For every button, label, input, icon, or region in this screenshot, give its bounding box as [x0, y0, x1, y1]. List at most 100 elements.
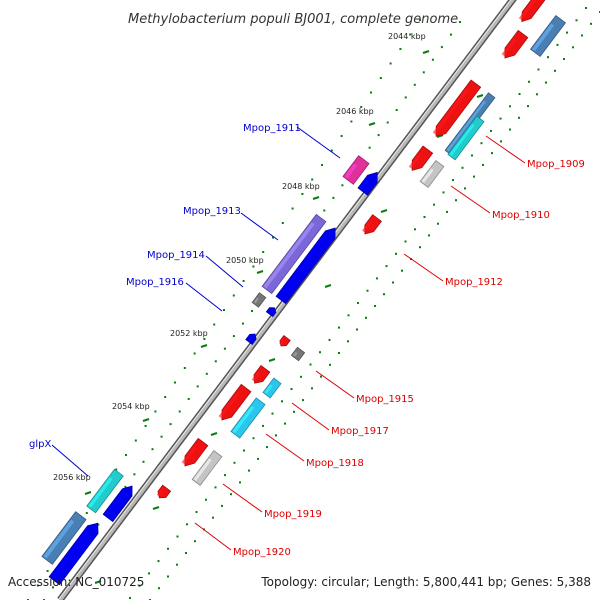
scale-tick [94, 580, 102, 584]
scale-label: 2046 kbp [336, 107, 374, 116]
scale-tick [142, 418, 150, 422]
gene-feature[interactable] [265, 305, 277, 318]
gene-label-mpop-1912[interactable]: Mpop_1912 [445, 277, 503, 288]
gene-label-mpop-1913[interactable]: Mpop_1913 [183, 206, 241, 217]
gene-label-mpop-1919[interactable]: Mpop_1919 [264, 509, 322, 520]
scale-tick [214, 486, 217, 489]
scale-tick [332, 196, 335, 199]
scale-tick [144, 425, 147, 427]
gene-label-mpop-1915[interactable]: Mpop_1915 [356, 394, 414, 405]
scale-tick [262, 424, 264, 427]
gene-feature[interactable] [447, 115, 485, 161]
gene-feature[interactable] [419, 160, 445, 188]
gene-label-mpop-1910[interactable]: Mpop_1910 [492, 210, 550, 221]
gene-feature[interactable] [251, 292, 267, 308]
gene-feature[interactable] [217, 383, 252, 423]
scale-tick [347, 340, 349, 343]
gene-feature[interactable] [517, 0, 548, 25]
scale-tick [370, 91, 372, 94]
scale-tick [527, 105, 529, 108]
scale-tick [440, 46, 443, 49]
scale-tick [419, 19, 421, 21]
gene-feature[interactable] [191, 450, 223, 486]
scale-tick [545, 81, 547, 84]
scale-tick [395, 252, 397, 255]
scale-tick [243, 449, 245, 452]
scale-tick [436, 134, 444, 138]
gene-feature[interactable] [500, 29, 529, 61]
gene-feature[interactable] [530, 15, 566, 57]
scale-tick [302, 399, 304, 402]
scale-tick [151, 448, 154, 451]
scale-tick [205, 372, 208, 375]
scale-tick [482, 163, 484, 166]
scale-tick [338, 326, 340, 329]
scale-tick [554, 69, 556, 72]
gene-feature[interactable] [431, 79, 482, 140]
scale-tick [383, 293, 385, 296]
gene-feature[interactable] [48, 519, 103, 586]
gene-label-mpop-1918[interactable]: Mpop_1918 [306, 458, 364, 469]
scale-tick [183, 367, 186, 369]
scale-tick [129, 597, 131, 599]
gene-labels: Mpop_1911 Mpop_1913 Mpop_1914 Mpop_1916 … [29, 123, 585, 558]
gene-label-mpop-1916[interactable]: Mpop_1916 [126, 277, 184, 288]
scale-tick [518, 116, 520, 119]
gene-feature[interactable] [261, 213, 327, 295]
scale-tick [536, 93, 538, 96]
scale-tick [85, 512, 88, 514]
gene-feature[interactable] [102, 482, 137, 523]
scale-tick [464, 187, 466, 190]
scale-tick [293, 410, 295, 413]
gene-feature[interactable] [86, 468, 124, 514]
gene-label-mpop-1911[interactable]: Mpop_1911 [243, 123, 301, 134]
gene-feature[interactable] [180, 437, 209, 469]
map-title: Methylobacterium populi BJ001, complete … [128, 12, 458, 27]
gene-feature[interactable] [357, 169, 382, 196]
gene-feature[interactable] [230, 397, 266, 439]
scale-tick [138, 584, 141, 587]
gene-feature[interactable] [290, 346, 306, 362]
gene-label-mpop-1920[interactable]: Mpop_1920 [233, 547, 291, 558]
scale-tick [490, 129, 492, 132]
scale-tick [404, 96, 407, 99]
scale-tick [232, 335, 235, 338]
scale-tick [324, 284, 332, 288]
scale-tick [491, 152, 493, 155]
gene-feature[interactable] [278, 335, 291, 349]
gene-feature[interactable] [155, 484, 172, 501]
scale-tick [518, 93, 521, 95]
scale-tick [320, 375, 322, 378]
scale-tick [419, 246, 421, 249]
scale-label: 2048 kbp [282, 182, 320, 191]
gene-feature[interactable] [250, 364, 271, 387]
scale-tick [547, 56, 549, 59]
scale-tick [452, 179, 454, 182]
scale-tick [242, 322, 244, 325]
scale-tick [157, 560, 160, 563]
gene-label-glpx[interactable]: glpX [29, 439, 51, 450]
gene-feature[interactable] [361, 214, 382, 238]
scale-tick [52, 586, 54, 589]
scale-tick [300, 375, 302, 378]
scale-tick [328, 338, 331, 341]
gene-feature[interactable] [407, 145, 434, 174]
gene-feature[interactable] [245, 332, 258, 345]
gene-label-mpop-1909[interactable]: Mpop_1909 [527, 159, 585, 170]
gene-feature[interactable] [342, 155, 370, 185]
gene-label-mpop-1917[interactable]: Mpop_1917 [331, 426, 389, 437]
scale-tick [160, 435, 163, 438]
gene-feature[interactable] [262, 377, 282, 399]
gene-feature[interactable] [275, 224, 340, 305]
scale-tick [223, 309, 225, 311]
gene-feature[interactable] [41, 511, 87, 565]
scale-tick [368, 146, 371, 149]
gene-label-mpop-1914[interactable]: Mpop_1914 [147, 250, 205, 261]
scale-tick [125, 454, 127, 456]
scale-tick [174, 381, 176, 384]
scale-tick [357, 302, 359, 304]
scale-tick [461, 166, 464, 169]
genome-summary-text: Topology: circular; Length: 5,800,441 bp… [261, 575, 591, 589]
